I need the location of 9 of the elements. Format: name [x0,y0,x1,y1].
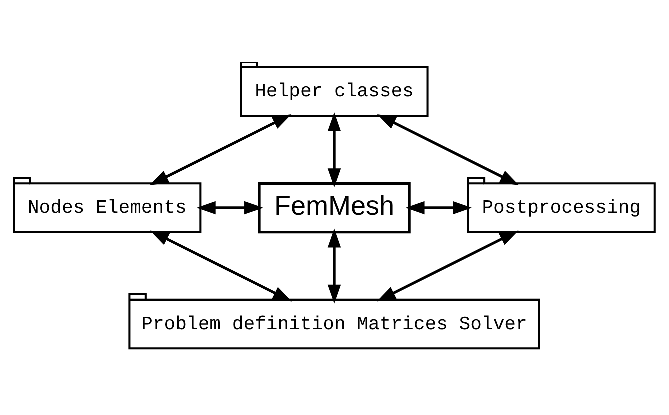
arrow [377,114,520,185]
arrow [406,200,472,214]
arrow [328,228,342,304]
arrow [150,230,292,302]
arrow [150,114,292,185]
arrow [196,200,264,214]
arrow [376,230,519,302]
arrow [328,112,342,188]
node-box: FemMesh [258,182,411,234]
